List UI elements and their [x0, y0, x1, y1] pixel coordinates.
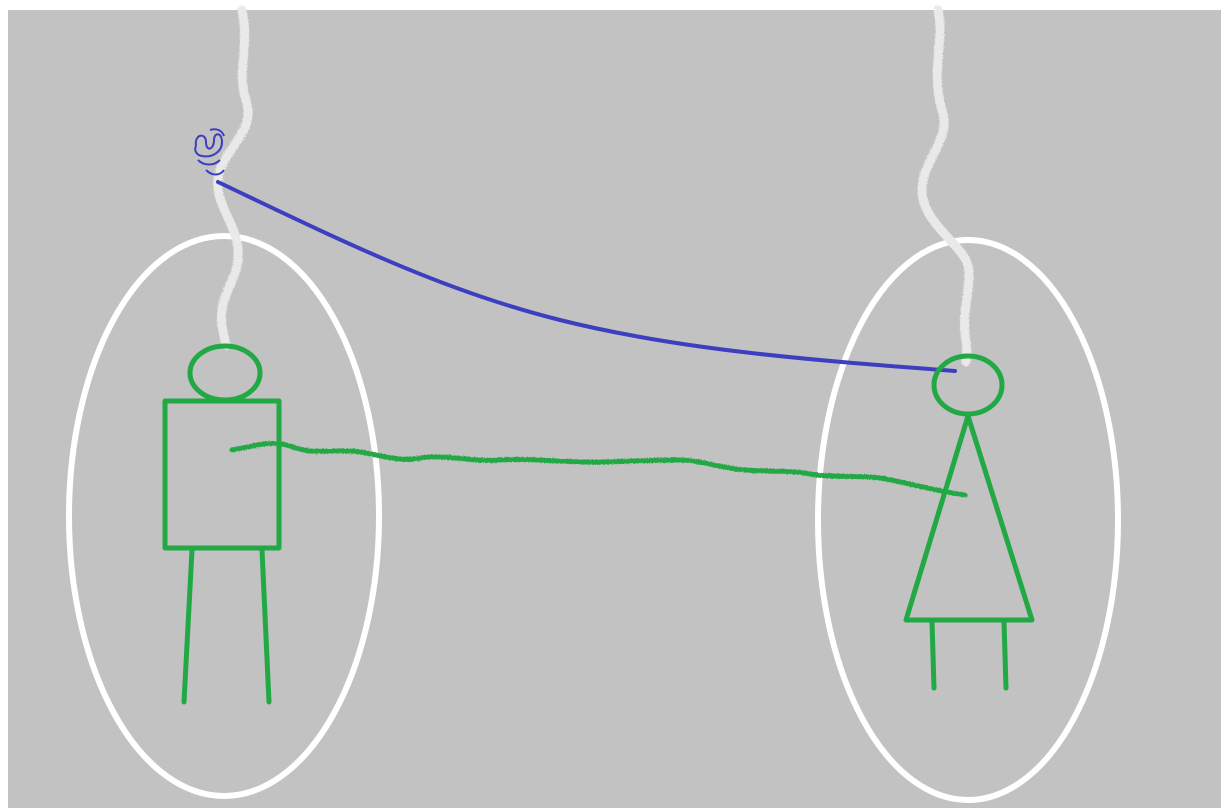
female-figure-left-leg [932, 622, 934, 688]
diagram-background [8, 10, 1221, 808]
female-figure-right-leg [1004, 622, 1006, 688]
